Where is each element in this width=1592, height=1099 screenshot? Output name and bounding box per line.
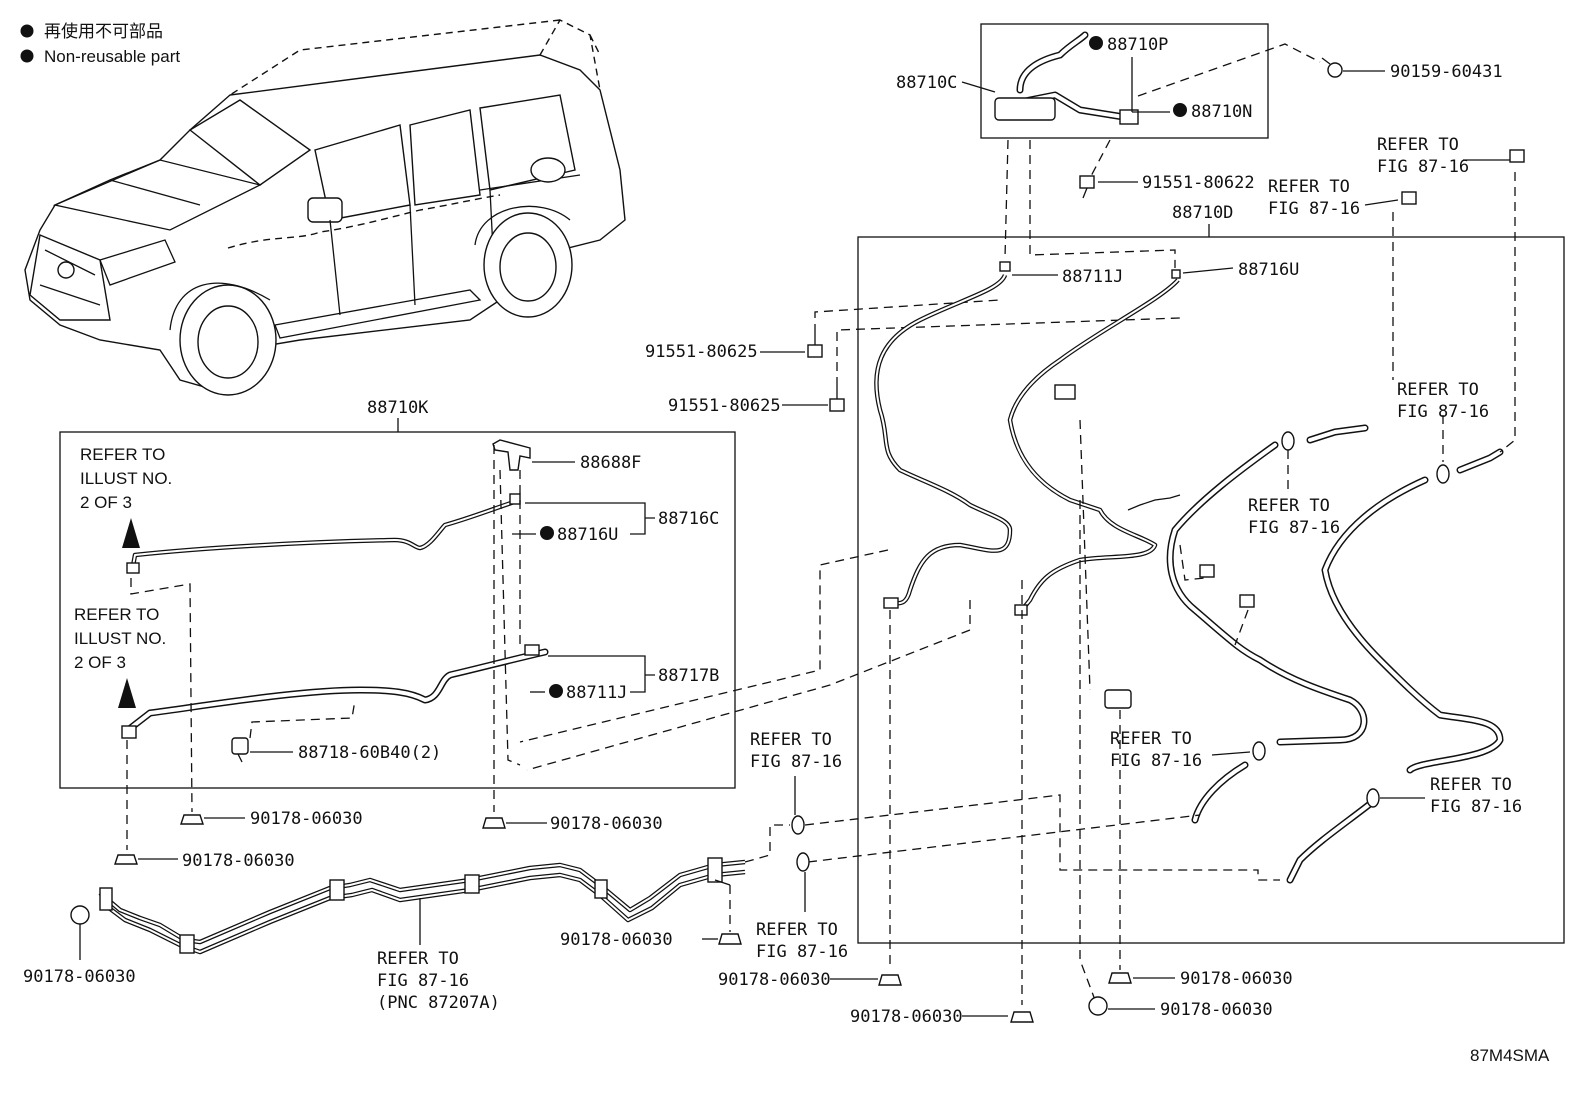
part-88716c: 88716C (658, 509, 719, 529)
hose-runs-88710d (874, 273, 1504, 884)
clamp-88718-icon (231, 737, 249, 763)
part-88718-60b40: 88718-60B40(2) (298, 743, 441, 763)
connector-icon (1401, 191, 1417, 205)
clip-icon (509, 493, 521, 505)
refer-label-9-line3: (PNC 87207A) (377, 993, 500, 1013)
part-88688f: 88688F (580, 453, 641, 473)
underfloor-pipes (98, 857, 746, 955)
refer-label-5-line1: REFER TO (1110, 729, 1192, 749)
nut-90178-icon (1010, 1011, 1034, 1023)
hose-clamp-icon (1281, 431, 1295, 451)
nut-90178-icon (180, 814, 204, 825)
nut-90178-icon (70, 905, 90, 925)
refer-label-8-line2: FIG 87-16 (756, 942, 848, 962)
figure-code: 87M4SMA (1470, 1046, 1550, 1065)
clip-icon (1171, 269, 1181, 279)
legend-japanese: 再使用不可部品 (44, 21, 163, 41)
part-91551-80625-b: 91551-80625 (668, 396, 781, 416)
bolt-91551-80622-icon (1079, 175, 1095, 199)
group-88710c-label: 88710C (896, 73, 957, 93)
refer-label-3-line2: FIG 87-16 (1397, 402, 1489, 422)
clip-icon (524, 644, 540, 656)
illust-ref-2-line3: 2 OF 3 (74, 653, 126, 672)
nut-90178-icon (1088, 996, 1108, 1016)
nut-90178-icon (718, 933, 742, 945)
vehicle-illustration (24, 19, 626, 396)
part-91551-80625-a: 91551-80625 (645, 342, 758, 362)
part-90178-06030-h: 90178-06030 (1180, 969, 1293, 989)
part-88711j-top: 88711J (1062, 267, 1123, 287)
part-90178-06030-g: 90178-06030 (850, 1007, 963, 1027)
part-90178-06030-c: 90178-06030 (182, 851, 295, 871)
hose-clamp-icon (1252, 741, 1266, 761)
connector-icon (1509, 149, 1525, 163)
refer-label-6-line1: REFER TO (1430, 775, 1512, 795)
bolt-91551-80625-icon (829, 386, 845, 412)
bolt-91551-80625-icon (807, 333, 823, 358)
nut-90178-icon (1108, 972, 1132, 984)
pipe-88716c (126, 497, 521, 574)
legend: 再使用不可部品 Non-reusable part (20, 21, 180, 66)
legend-english: Non-reusable part (44, 47, 180, 66)
arrow-up-icon (122, 518, 140, 548)
refer-label-9-line1: REFER TO (377, 949, 459, 969)
refer-label-8-line1: REFER TO (756, 920, 838, 940)
refer-label-2-line1: REFER TO (1268, 177, 1350, 197)
non-reusable-dot-icon (1173, 103, 1187, 117)
part-88717b: 88717B (658, 666, 719, 686)
non-reusable-dot-icon (20, 24, 34, 38)
nut-90178-icon (878, 974, 902, 986)
hose-clamp-icon (1366, 788, 1380, 808)
part-91551-80622: 91551-80622 (1142, 173, 1255, 193)
part-88716u-k: 88716U (557, 525, 618, 545)
illust-ref-1-line1: REFER TO (80, 445, 165, 464)
refer-label-4-line1: REFER TO (1248, 496, 1330, 516)
non-reusable-dot-icon (549, 684, 563, 698)
hose-clamp-icon (791, 815, 805, 835)
illust-ref-1-line2: ILLUST NO. (80, 469, 172, 488)
group-88710d-box (857, 236, 1565, 944)
clip-icon (999, 261, 1011, 272)
group-88710k-label: 88710K (367, 398, 429, 418)
illust-ref-2-line2: ILLUST NO. (74, 629, 166, 648)
refer-label-2-line2: FIG 87-16 (1268, 199, 1360, 219)
group-88710c-box (980, 23, 1269, 139)
part-90178-06030-e: 90178-06030 (560, 930, 673, 950)
refer-label-4-line2: FIG 87-16 (1248, 518, 1340, 538)
non-reusable-dot-icon (540, 526, 554, 540)
nut-90178-icon (114, 854, 138, 865)
refer-label-7-line2: FIG 87-16 (750, 752, 842, 772)
bolt-90159-icon (1321, 57, 1343, 78)
part-88710p: 88710P (1107, 35, 1168, 55)
hose-clamp-icon (796, 852, 810, 872)
pipe-88717b (121, 648, 549, 739)
hose-clamp-icon (1436, 464, 1450, 484)
illust-ref-1-line3: 2 OF 3 (80, 493, 132, 512)
bracket-88688f-icon (492, 439, 531, 471)
refer-label-5-line2: FIG 87-16 (1110, 751, 1202, 771)
hose-assembly-88710c (994, 31, 1139, 125)
part-88711j-k: 88711J (566, 683, 627, 703)
part-90159-60431: 90159-60431 (1390, 62, 1503, 82)
part-90178-06030-d: 90178-06030 (23, 967, 136, 987)
non-reusable-dot-icon (1089, 36, 1103, 50)
refer-label-1-line1: REFER TO (1377, 135, 1459, 155)
part-90178-06030-i: 90178-06030 (1160, 1000, 1273, 1020)
non-reusable-dot-icon (20, 49, 34, 63)
part-90178-06030-b: 90178-06030 (550, 814, 663, 834)
refer-label-6-line2: FIG 87-16 (1430, 797, 1522, 817)
nut-90178-icon (482, 817, 506, 829)
refer-label-1-line2: FIG 87-16 (1377, 157, 1469, 177)
part-88710n: 88710N (1191, 102, 1252, 122)
refer-label-9-line2: FIG 87-16 (377, 971, 469, 991)
part-88716u-top: 88716U (1238, 260, 1299, 280)
refer-label-3-line1: REFER TO (1397, 380, 1479, 400)
illust-ref-2-line1: REFER TO (74, 605, 159, 624)
refer-label-7-line1: REFER TO (750, 730, 832, 750)
group-88710d-label: 88710D (1172, 203, 1233, 223)
arrow-up-icon (118, 678, 136, 708)
part-90178-06030-a: 90178-06030 (250, 809, 363, 829)
part-90178-06030-f: 90178-06030 (718, 970, 831, 990)
